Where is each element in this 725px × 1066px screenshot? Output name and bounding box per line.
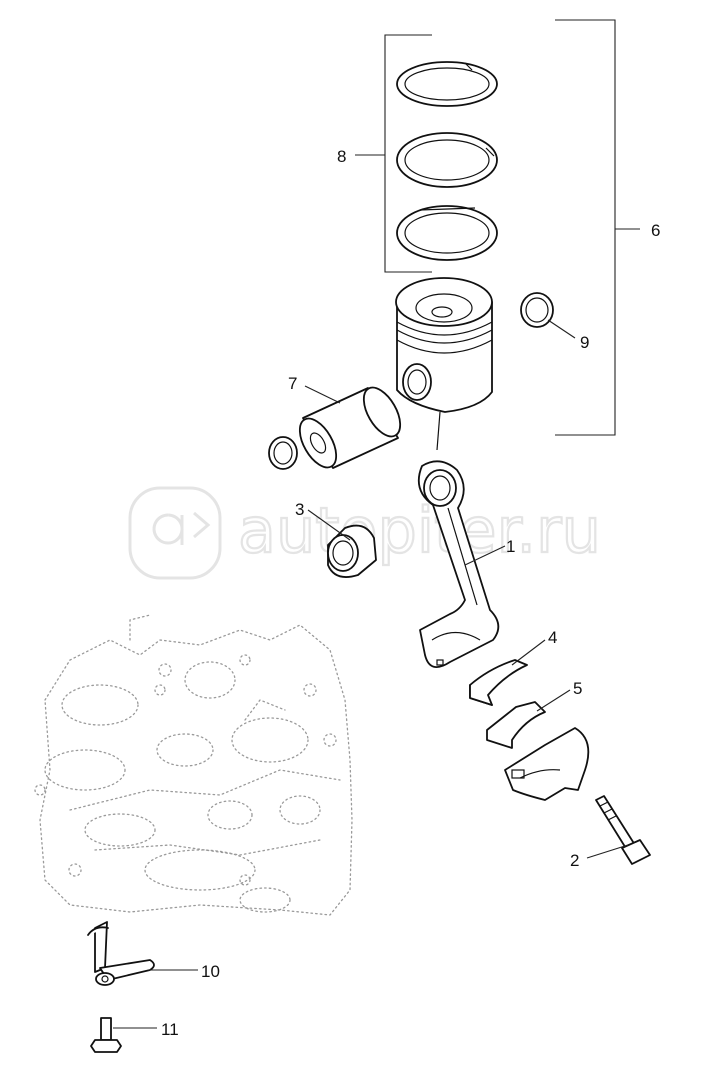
- leader-5: [536, 689, 571, 712]
- piston-pin: [298, 386, 402, 469]
- callout-1: 1: [506, 537, 515, 556]
- leader-1: [464, 545, 506, 566]
- connecting-rod: [417, 460, 500, 669]
- circlip-right: [520, 292, 554, 328]
- callout-8: 8: [337, 147, 346, 166]
- bearing-shell-upper: [469, 659, 528, 706]
- leader-9: [547, 319, 576, 339]
- watermark: autopiter.ru: [128, 486, 602, 580]
- callout-10: 10: [201, 962, 220, 981]
- watermark-logo-letter: [152, 511, 211, 545]
- leader-3: [307, 509, 351, 541]
- leader-2: [586, 844, 629, 859]
- callout-5: 5: [573, 679, 582, 698]
- connecting-rod-cap: [504, 727, 590, 801]
- callout-11: 11: [161, 1020, 179, 1039]
- callout-4: 4: [548, 628, 557, 647]
- small-end-bushing: [327, 524, 377, 578]
- watermark-logo: [128, 486, 222, 580]
- bearing-shell-lower: [486, 701, 546, 749]
- leader-7: [304, 385, 341, 404]
- connecting-rod-bolt: [595, 795, 651, 865]
- engine-block-outline: [34, 614, 353, 916]
- piston-rings: [396, 61, 498, 261]
- piston-ring-top: [396, 61, 498, 107]
- callout-6: 6: [651, 221, 660, 240]
- watermark-text: autopiter.ru: [238, 494, 601, 567]
- callout-3: 3: [295, 500, 304, 519]
- bracket-rings: [355, 34, 432, 273]
- callout-7: 7: [288, 374, 297, 393]
- piston-ring-oil: [396, 205, 498, 261]
- piston: [395, 277, 493, 451]
- callout-9: 9: [580, 333, 589, 352]
- oil-jet-nozzle: [87, 921, 155, 986]
- circlip-left: [268, 436, 298, 470]
- leader-4: [511, 639, 546, 666]
- callout-2: 2: [570, 851, 579, 870]
- hex-bolt: [90, 1017, 122, 1053]
- bracket-piston-assembly: [555, 19, 640, 436]
- piston-ring-middle: [396, 132, 498, 188]
